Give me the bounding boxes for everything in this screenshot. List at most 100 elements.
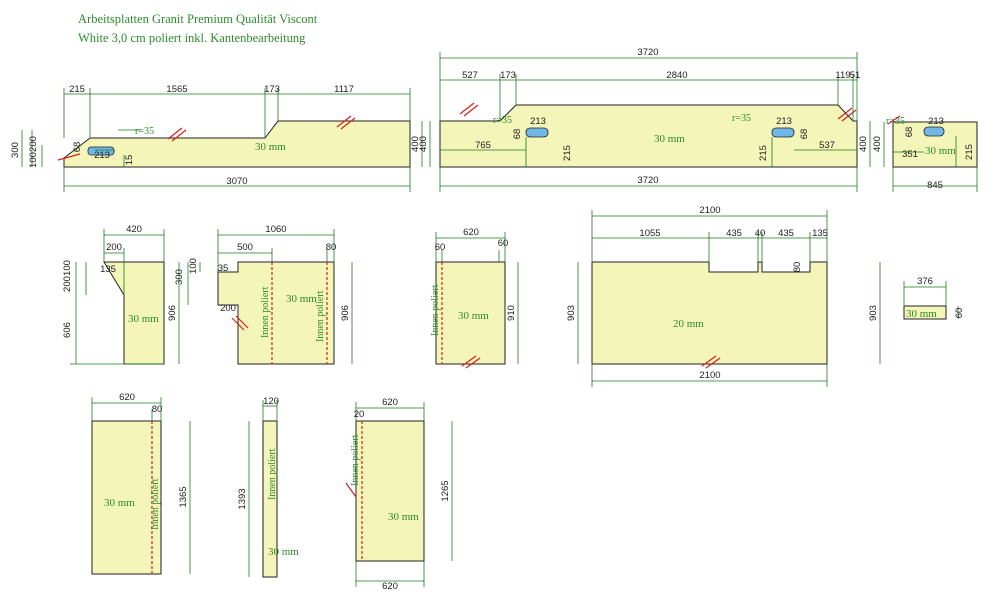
innen-poliert-label: Innen poliert: [150, 478, 161, 530]
radius-label: r=35: [493, 115, 512, 126]
hob-cutout-2a: [525, 127, 549, 138]
dim-label: 200: [220, 303, 236, 314]
piece-1-dimensions: [21, 88, 423, 192]
dim-label: 1117: [334, 84, 354, 95]
dim-label: 100: [188, 258, 199, 274]
dim-label: 1265: [440, 480, 451, 501]
thickness-label: 30 mm: [286, 293, 317, 305]
dim-label: 119: [835, 70, 850, 81]
piece-7-outline: [591, 261, 828, 365]
cut-mark: [841, 109, 857, 122]
cut-mark: [171, 129, 187, 142]
dim-label: 68: [904, 127, 915, 138]
dim-label: 200: [62, 276, 73, 292]
dim-label: 527: [462, 70, 478, 81]
dim-label: 500: [237, 242, 253, 253]
innen-poliert-label: Innen poliert: [267, 448, 278, 500]
header-line-2: White 3,0 cm poliert inkl. Kantenbearbei…: [78, 31, 306, 45]
piece-10: 120 1393 Innen poliert 30 mm: [237, 396, 299, 578]
dim-label: 2100: [699, 205, 720, 216]
piece-8-outline: [903, 305, 947, 320]
dim-label: 51: [850, 70, 861, 81]
dim-label: 903: [566, 305, 577, 321]
cut-mark: [463, 104, 479, 117]
cut-mark: [345, 482, 357, 498]
thickness-label: 30 mm: [654, 133, 685, 145]
dim-label: 100: [62, 260, 73, 276]
piece-3-dimensions: [883, 122, 978, 192]
cut-mark: [701, 355, 717, 367]
thickness-label: 30 mm: [906, 308, 937, 320]
piece-2: 3720 527 173 2840 119 51 765 213 213 68 …: [418, 47, 871, 192]
dim-label: 400: [858, 136, 869, 152]
dim-label: 400: [872, 136, 883, 152]
thickness-label: 20 mm: [673, 318, 704, 330]
piece-4: 420 200 100 200 135 606 906 30 mm: [62, 224, 180, 365]
dim-label: 351: [902, 149, 918, 160]
piece-5-outline: [217, 261, 335, 365]
dim-label: 906: [340, 305, 351, 321]
cut-mark: [336, 115, 352, 128]
piece-11-dimensions: [355, 402, 453, 587]
dim-label: 215: [69, 84, 85, 95]
cut-mark: [231, 317, 245, 331]
dim-label: 100: [28, 152, 39, 168]
dim-label: 1565: [166, 84, 187, 95]
piece-11: 620 20 1265 620 Innen poliert 30 mm: [345, 397, 453, 592]
dim-label: 215: [758, 145, 769, 161]
hob-cutout-1: [87, 146, 115, 156]
piece-11-outline: [355, 420, 425, 562]
dim-label: 213: [928, 116, 944, 127]
cut-mark: [465, 357, 481, 369]
thickness-label: 30 mm: [458, 310, 489, 322]
piece-9: 620 80 1365 Innen poliert 30 mm: [91, 392, 191, 575]
dim-label: 3720: [637, 175, 658, 186]
dim-label: 620: [382, 397, 398, 408]
dim-label: 420: [126, 224, 142, 235]
piece-10-outline: [262, 420, 278, 578]
header-line-1: Arbeitsplatten Granit Premium Qualität V…: [78, 12, 318, 26]
innen-poliert-label: Innen poliert: [260, 286, 271, 338]
dim-label: 20: [354, 409, 365, 420]
dim-label: 606: [62, 322, 73, 338]
dim-label: 173: [264, 84, 280, 95]
dim-label: 135: [100, 264, 116, 275]
radius-label: r=35: [135, 126, 154, 137]
dim-label: 80: [152, 404, 163, 415]
cut-mark: [57, 153, 81, 161]
dim-label: 68: [512, 129, 523, 140]
dim-label: 620: [463, 227, 479, 238]
dim-label: 15: [124, 155, 135, 166]
dim-label: 80: [792, 262, 803, 273]
dim-label: 376: [917, 276, 933, 287]
piece-9-dimensions: [91, 397, 191, 574]
piece-9-outline: [91, 420, 162, 575]
dim-label: 620: [382, 581, 398, 592]
cut-mark: [167, 127, 183, 140]
dim-label: 40: [755, 228, 766, 239]
dim-label: 400: [418, 136, 429, 152]
dim-label: 400: [410, 136, 421, 152]
thickness-label: 30 mm: [925, 145, 956, 157]
dim-label: 215: [964, 144, 975, 160]
dim-label: 1393: [237, 488, 248, 509]
innen-poliert-label: Innen poliert: [430, 284, 441, 336]
piece-3: r=35 213 68 351 215 400 845 30 mm: [872, 115, 978, 192]
dim-label: 60: [435, 242, 446, 253]
piece-5: 1060 500 80 300 100 35 200 906 Innen pol…: [174, 224, 353, 365]
thickness-label: 30 mm: [104, 497, 135, 509]
dim-label: 68: [72, 142, 83, 153]
cut-mark: [340, 117, 356, 130]
dim-label: 200: [106, 242, 122, 253]
dim-label: 620: [119, 392, 135, 403]
dim-label: 537: [819, 140, 835, 151]
dim-label: 35: [218, 263, 229, 274]
dim-label: 135: [812, 228, 828, 239]
dim-label: 845: [927, 180, 943, 191]
dim-label: 60: [498, 238, 509, 249]
dim-label: 200: [28, 136, 39, 152]
dim-label: 300: [10, 142, 21, 158]
dim-label: 2100: [699, 370, 720, 381]
dim-label: 68: [799, 129, 810, 140]
dim-label: 3070: [226, 176, 247, 187]
